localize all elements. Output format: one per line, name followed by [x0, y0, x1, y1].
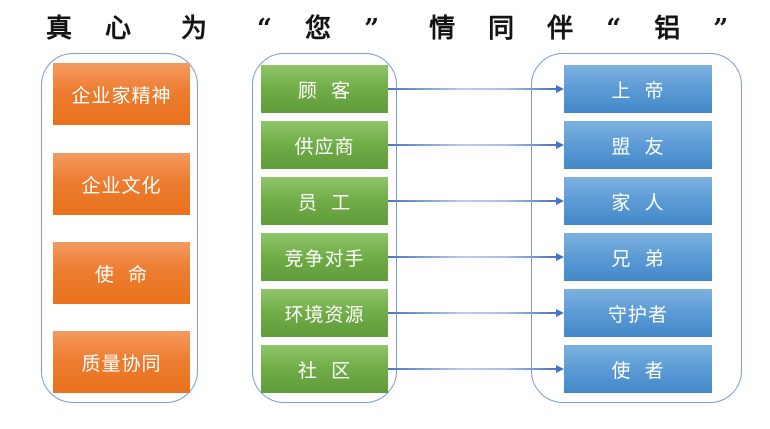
- relation-box-ally: 盟 友: [564, 121, 712, 169]
- arrow-head-icon: [556, 85, 564, 93]
- relation-box-messenger: 使 者: [564, 345, 712, 393]
- arrow-line: [388, 144, 557, 146]
- arrow-line: [388, 312, 557, 314]
- value-box-mission: 使 命: [53, 242, 190, 304]
- arrow-line: [388, 368, 557, 370]
- stakeholder-box-customer: 顾 客: [261, 65, 388, 113]
- stakeholder-box-employee: 员 工: [261, 177, 388, 225]
- value-box-quality: 质量协同: [53, 331, 190, 393]
- arrow-head-icon: [556, 197, 564, 205]
- relation-box-family: 家 人: [564, 177, 712, 225]
- stakeholder-box-environment: 环境资源: [261, 289, 388, 337]
- connector-arrow: [388, 253, 564, 261]
- arrow-head-icon: [556, 365, 564, 373]
- arrow-head-icon: [556, 253, 564, 261]
- stakeholder-box-supplier: 供应商: [261, 121, 388, 169]
- value-box-culture: 企业文化: [53, 153, 190, 215]
- stakeholder-box-community: 社 区: [261, 345, 388, 393]
- connector-arrow: [388, 85, 564, 93]
- connector-arrow: [388, 141, 564, 149]
- arrow-head-icon: [556, 309, 564, 317]
- value-box-entrepreneurship: 企业家精神: [53, 63, 190, 125]
- arrow-line: [388, 200, 557, 202]
- arrow-line: [388, 88, 557, 90]
- connector-arrow: [388, 197, 564, 205]
- arrow-head-icon: [556, 141, 564, 149]
- connector-arrow: [388, 365, 564, 373]
- relation-box-guardian: 守护者: [564, 289, 712, 337]
- stakeholder-box-competitor: 竞争对手: [261, 233, 388, 281]
- arrow-line: [388, 256, 557, 258]
- connector-arrow: [388, 309, 564, 317]
- relation-box-brother: 兄 弟: [564, 233, 712, 281]
- relation-box-god: 上 帝: [564, 65, 712, 113]
- diagram-title: 真 心 为 “ 您 ” 情 同 伴 “ 铝 ”: [46, 14, 741, 44]
